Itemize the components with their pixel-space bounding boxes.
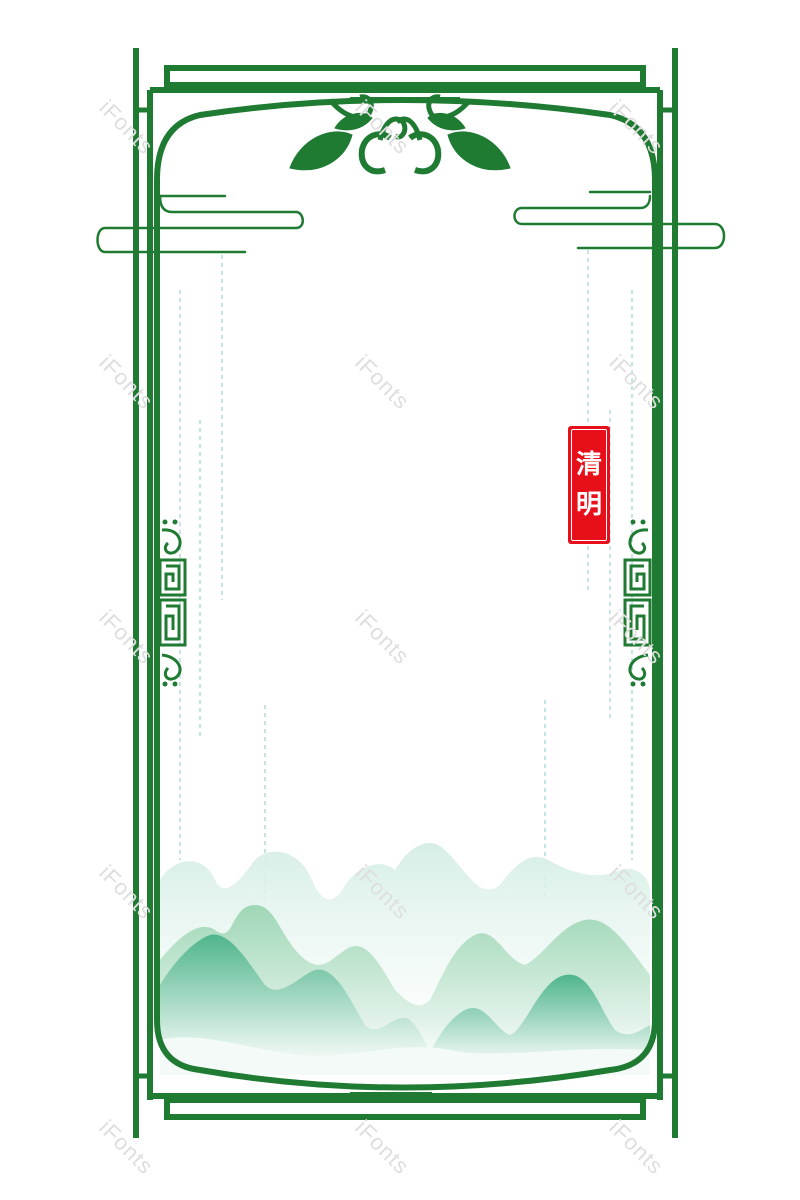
mountain-landscape <box>160 842 650 1075</box>
frame-top-bars <box>147 65 663 1100</box>
top-leaf-ornament <box>289 94 511 175</box>
cloud-bars <box>96 190 726 254</box>
qingming-seal: 清 明 <box>568 426 610 544</box>
seal-border: 清 明 <box>571 429 607 541</box>
rain-lines <box>179 250 633 900</box>
left-fret-ornament <box>158 519 187 687</box>
frame-inner-rounded <box>154 97 658 1091</box>
frame-outer-poles <box>133 48 678 1138</box>
frame-side-crossbars <box>136 107 675 1079</box>
right-fret-ornament <box>623 519 652 687</box>
bottom-clasp <box>350 1092 432 1100</box>
seal-char-ming: 明 <box>575 490 602 520</box>
seal-char-qing: 清 <box>575 450 602 480</box>
